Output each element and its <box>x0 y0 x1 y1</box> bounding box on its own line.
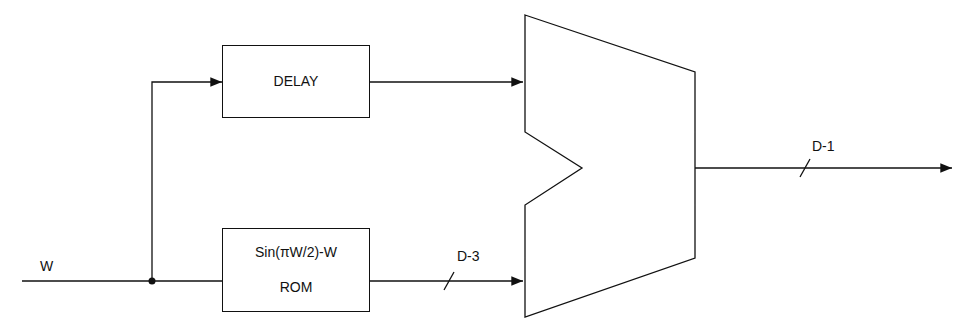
delay-output-wire <box>370 81 523 82</box>
box-text: ROM <box>280 279 313 296</box>
bus-slash <box>444 272 454 290</box>
sum-output-wire <box>695 167 952 168</box>
input-wire <box>22 280 222 281</box>
signal-name: W <box>40 258 53 275</box>
bus-slash <box>800 159 810 177</box>
delay-box: DELAY <box>222 45 370 118</box>
rom-output-wire <box>370 280 523 281</box>
bus-width: D-3 <box>457 248 480 265</box>
box-text: Sin(πW/2)-W <box>255 244 337 261</box>
junction-dot <box>149 278 156 285</box>
box-text: DELAY <box>274 73 319 90</box>
bus-width: D-1 <box>812 138 835 155</box>
adder-symbol <box>525 15 695 317</box>
branch-wire <box>152 82 222 281</box>
rom-box: Sin(πW/2)-W ROM <box>222 228 370 312</box>
